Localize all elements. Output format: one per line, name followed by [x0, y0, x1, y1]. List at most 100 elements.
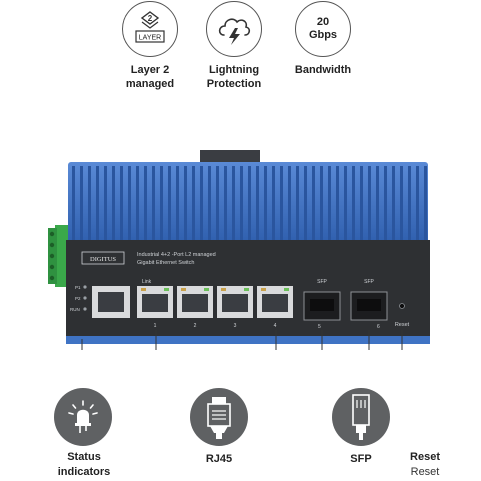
- switch-device: DIGITUS Industrial 4+2 -Port L2 managed …: [48, 150, 430, 350]
- heatsink-fin: [288, 166, 291, 240]
- heatsink-fin: [360, 166, 363, 240]
- port-led: [141, 288, 146, 291]
- port-number-4: 4: [274, 323, 277, 329]
- heatsink-fin: [376, 166, 379, 240]
- heatsink-fin: [72, 166, 75, 240]
- port-led: [164, 288, 169, 291]
- heatsink-fin: [392, 166, 395, 240]
- leader-lines: [81, 330, 403, 350]
- heatsink-fin: [200, 166, 203, 240]
- heatsink-fin: [328, 166, 331, 240]
- rj45-port-3[interactable]: 3: [217, 286, 253, 329]
- heatsink-fin: [256, 166, 259, 240]
- sfp-number-6: 6: [377, 324, 380, 330]
- heatsink-fin: [424, 166, 427, 240]
- heatsink-fin: [208, 166, 211, 240]
- lightning-cloud-icon: [206, 1, 262, 57]
- rj45-port-1[interactable]: 1: [137, 286, 173, 329]
- heatsink-fin: [216, 166, 219, 240]
- heatsink-fin: [120, 166, 123, 240]
- heatsink-fin: [296, 166, 299, 240]
- heatsink-fin: [336, 166, 339, 240]
- device-title-line2: Gigabit Ethernet Switch: [137, 260, 194, 266]
- heatsink-fin: [264, 166, 267, 240]
- heatsink-fin: [104, 166, 107, 240]
- heatsink-fin: [96, 166, 99, 240]
- device-title-line1: Industrial 4+2 -Port L2 managed: [137, 252, 216, 258]
- feature-bandwidth: 20 Gbps Bandwidth: [268, 0, 378, 77]
- brand-logo-box: [81, 251, 125, 265]
- sfp-port-5[interactable]: SFP 5: [303, 279, 341, 330]
- sfp-port-6[interactable]: SFP 6: [350, 279, 388, 330]
- sfp-number-5: 5: [318, 324, 321, 330]
- status-leds: P1 P2 RUN: [70, 285, 87, 312]
- heatsink-fin: [416, 166, 419, 240]
- port-led: [181, 288, 186, 291]
- port-number-1: 1: [154, 323, 157, 329]
- heatsink-fin: [192, 166, 195, 240]
- heatsink-fin: [184, 166, 187, 240]
- heatsink-fin: [400, 166, 403, 240]
- callout-reset-label: Reset Reset: [410, 451, 440, 478]
- layer-2-icon: 2 LAYER: [122, 1, 178, 57]
- rj45-connector-icon: [190, 388, 248, 446]
- sfp-label-6: SFP: [364, 279, 374, 285]
- feature-bandwidth-label: Bandwidth: [294, 64, 352, 76]
- heatsink-fin: [144, 166, 147, 240]
- heatsink-fin: [232, 166, 235, 240]
- heatsink-fin: [368, 166, 371, 240]
- heatsink-fin: [224, 166, 227, 240]
- sfp-label-5: SFP: [317, 279, 327, 285]
- heatsink-body: [68, 162, 428, 244]
- rj45-ports: 1 2 3 4: [137, 286, 293, 329]
- heatsink-fin: [160, 166, 163, 240]
- port-led: [284, 288, 289, 291]
- heatsink-fin: [136, 166, 139, 240]
- heatsink-fin: [352, 166, 355, 240]
- bandwidth-unit: Gbps: [308, 29, 338, 41]
- bandwidth-value: 20: [316, 16, 330, 28]
- brand-logo: DIGITUS: [90, 256, 116, 263]
- layer-badge-text: LAYER: [139, 35, 161, 42]
- sfp-module-icon: [332, 388, 390, 446]
- heatsink-fin: [272, 166, 275, 240]
- reset-label-panel: Reset: [395, 322, 410, 328]
- heatsink-fin: [128, 166, 131, 240]
- heatsink-fin: [384, 166, 387, 240]
- heatsink-fin: [304, 166, 307, 240]
- port-led: [261, 288, 266, 291]
- din-rail-clip: [200, 150, 260, 164]
- heatsink-fin: [240, 166, 243, 240]
- callout-rj45-label: RJ45: [205, 453, 233, 465]
- heatsink-fin: [80, 166, 83, 240]
- layer-badge-number: 2: [148, 14, 153, 23]
- rj45-port-4[interactable]: 4: [257, 286, 293, 329]
- link-label: Link: [142, 279, 152, 285]
- port-led: [221, 288, 226, 291]
- led-label-p1: P1: [75, 285, 81, 290]
- heatsink-fin: [152, 166, 155, 240]
- heatsink-fin: [408, 166, 411, 240]
- heatsink-fin: [88, 166, 91, 240]
- port-led: [204, 288, 209, 291]
- bottom-rail: [66, 336, 430, 344]
- rj45-port-2[interactable]: 2: [177, 286, 213, 329]
- port-number-2: 2: [194, 323, 197, 329]
- heatsink-fin: [312, 166, 315, 240]
- heatsink-fin: [176, 166, 179, 240]
- port-number-3: 3: [234, 323, 237, 329]
- reset-button[interactable]: [399, 303, 405, 309]
- heatsink-fin: [280, 166, 283, 240]
- bandwidth-icon: 20 Gbps: [295, 1, 351, 57]
- callout-sfp-label: SFP: [350, 453, 372, 465]
- heatsink-fin: [112, 166, 115, 240]
- heatsink-fin: [344, 166, 347, 240]
- heatsink-fin: [320, 166, 323, 240]
- led-label-p2: P2: [75, 296, 81, 301]
- heatsink-fin: [168, 166, 171, 240]
- led-bulb-icon: [54, 388, 112, 446]
